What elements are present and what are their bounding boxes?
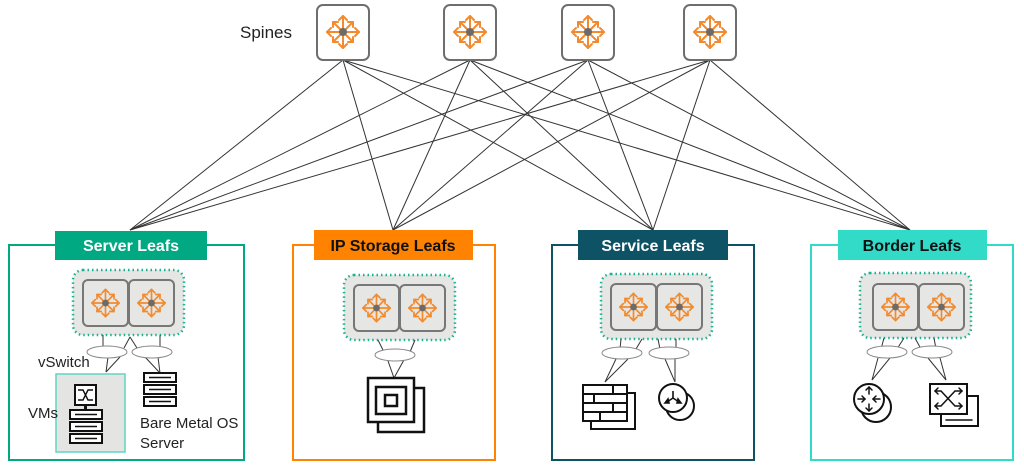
spine-switch-1[interactable] bbox=[316, 4, 370, 61]
load-balancer-icon[interactable] bbox=[658, 383, 695, 421]
link-spine-2-storage bbox=[392, 59, 471, 231]
link-spine-2-border bbox=[469, 59, 911, 231]
link-spine-4-server bbox=[129, 59, 711, 231]
link-spine-1-border bbox=[342, 59, 911, 231]
leaf-title: IP Storage Leafs bbox=[330, 238, 455, 255]
leaf-switch-pair[interactable] bbox=[599, 272, 714, 341]
link-spine-1-server bbox=[129, 59, 344, 231]
lag-ellipse bbox=[86, 345, 128, 359]
vm-host[interactable] bbox=[55, 373, 126, 453]
leaf-title: Server Leafs bbox=[83, 238, 179, 255]
leaf-group-border: Border Leafs bbox=[810, 230, 1014, 461]
spines-label: Spines bbox=[240, 23, 292, 42]
link-spine-3-server bbox=[129, 59, 589, 231]
leaf-title: Service Leafs bbox=[601, 238, 704, 255]
leaf-switch-pair[interactable] bbox=[858, 271, 973, 340]
leaf-title: Border Leafs bbox=[863, 238, 962, 255]
switch-icon[interactable] bbox=[929, 383, 979, 427]
link-spine-4-storage bbox=[392, 59, 711, 231]
lag-ellipse bbox=[648, 346, 690, 360]
lag-ellipse bbox=[601, 346, 643, 360]
leaf-switch-pair[interactable] bbox=[342, 273, 457, 342]
vswitch-label: vSwitch bbox=[38, 354, 90, 371]
spine-switch-4[interactable] bbox=[683, 4, 737, 61]
server-stack-icon bbox=[70, 410, 102, 443]
vswitch-icon bbox=[74, 384, 97, 410]
link-spine-4-service bbox=[652, 59, 711, 231]
lag-ellipse bbox=[374, 348, 416, 362]
bare-metal-label: Bare Metal OS bbox=[140, 415, 238, 432]
server-stack-icon[interactable] bbox=[144, 373, 176, 406]
spine-switch-3[interactable] bbox=[561, 4, 615, 61]
leaf-switch-pair[interactable] bbox=[71, 268, 186, 337]
firewall-icon[interactable] bbox=[582, 384, 636, 430]
link-spine-1-service bbox=[342, 59, 654, 231]
lag-ellipse bbox=[911, 345, 953, 359]
link-spine-3-border bbox=[587, 59, 911, 231]
leaf-title-bg bbox=[55, 231, 207, 260]
leaf-group-server: Server Leafs vSwitch bbox=[8, 231, 245, 461]
spine-switch-2[interactable] bbox=[443, 4, 497, 61]
leaf-group-storage: IP Storage Leafs bbox=[292, 230, 496, 461]
vms-label: VMs bbox=[28, 405, 58, 422]
leaf-title-bg bbox=[314, 230, 473, 260]
lag-ellipse bbox=[866, 345, 908, 359]
router-icon[interactable] bbox=[853, 383, 892, 423]
leaf-title-bg bbox=[838, 230, 987, 260]
leaf-group-service: Service Leafs bbox=[551, 230, 755, 461]
leaf-title-bg bbox=[578, 230, 728, 260]
link-spine-4-border bbox=[709, 59, 911, 231]
spine-leaf-links bbox=[129, 59, 911, 231]
link-spine-1-storage bbox=[342, 59, 394, 231]
link-spine-3-service bbox=[587, 59, 654, 231]
link-spine-2-service bbox=[469, 59, 654, 231]
lag-ellipse bbox=[131, 345, 173, 359]
link-spine-3-storage bbox=[392, 59, 589, 231]
bare-metal-label-line2: Server bbox=[140, 435, 184, 452]
storage-array-icon[interactable] bbox=[366, 376, 426, 434]
link-spine-2-server bbox=[129, 59, 471, 231]
